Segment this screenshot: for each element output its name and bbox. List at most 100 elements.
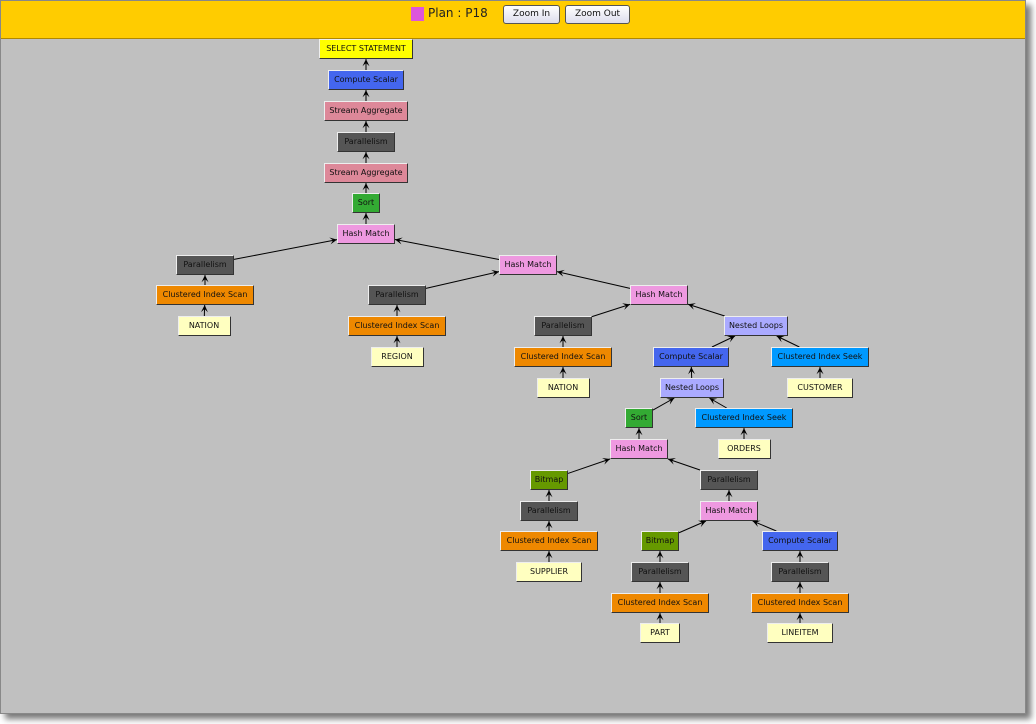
edge bbox=[776, 335, 800, 348]
edge bbox=[591, 303, 631, 318]
plan-node-compute-scalar[interactable]: Compute Scalar bbox=[328, 70, 404, 90]
arrowhead-icon bbox=[796, 613, 804, 621]
edge bbox=[425, 271, 500, 289]
edge bbox=[752, 520, 777, 532]
arrowhead-icon bbox=[362, 59, 370, 67]
plan-node-stream-aggregate[interactable]: Stream Aggregate bbox=[324, 101, 408, 121]
arrowhead-icon bbox=[329, 237, 337, 245]
arrowhead-icon bbox=[740, 428, 748, 436]
edge bbox=[687, 303, 725, 317]
arrowhead-icon bbox=[559, 367, 567, 375]
edge bbox=[233, 239, 338, 260]
arrowhead-icon bbox=[709, 398, 718, 405]
arrowhead-icon bbox=[816, 367, 824, 375]
zoom-out-button[interactable]: Zoom Out bbox=[565, 5, 630, 24]
arrowhead-icon bbox=[776, 336, 785, 343]
plan-node-hash-match[interactable]: Hash Match bbox=[337, 224, 395, 244]
arrowhead-icon bbox=[393, 336, 401, 344]
plan-node-bitmap[interactable]: Bitmap bbox=[641, 531, 679, 551]
plan-node-region[interactable]: REGION bbox=[370, 347, 424, 367]
plan-node-clustered-index-scan[interactable]: Clustered Index Scan bbox=[156, 285, 254, 305]
edge bbox=[567, 458, 611, 474]
edge bbox=[678, 520, 707, 534]
edge bbox=[667, 458, 701, 471]
plan-node-parallelism[interactable]: Parallelism bbox=[771, 562, 829, 582]
plan-node-hash-match[interactable]: Hash Match bbox=[700, 501, 758, 521]
arrowhead-icon bbox=[752, 520, 761, 528]
plan-node-parallelism[interactable]: Parallelism bbox=[520, 501, 578, 521]
edge bbox=[394, 239, 500, 260]
plan-node-compute-scalar[interactable]: Compute Scalar bbox=[653, 347, 729, 367]
plan-node-part[interactable]: PART bbox=[640, 623, 680, 643]
arrowhead-icon bbox=[362, 152, 370, 160]
plan-node-hash-match[interactable]: Hash Match bbox=[630, 285, 688, 305]
plan-node-orders[interactable]: ORDERS bbox=[717, 439, 771, 459]
plan-node-clustered-index-scan[interactable]: Clustered Index Scan bbox=[611, 593, 709, 613]
edge bbox=[711, 335, 736, 348]
arrowhead-icon bbox=[545, 551, 553, 559]
arrowhead-icon bbox=[725, 490, 733, 498]
arrowhead-icon bbox=[362, 183, 370, 191]
plan-node-parallelism[interactable]: Parallelism bbox=[337, 132, 395, 152]
arrowhead-icon bbox=[559, 336, 567, 344]
arrowhead-icon bbox=[200, 305, 208, 313]
plan-node-parallelism[interactable]: Parallelism bbox=[700, 470, 758, 490]
plan-node-clustered-index-scan[interactable]: Clustered Index Scan bbox=[751, 593, 849, 613]
plan-node-parallelism[interactable]: Parallelism bbox=[176, 255, 234, 275]
plan-viewer-window: Plan : P18 Zoom In Zoom Out SELECT STATE… bbox=[0, 0, 1026, 714]
plan-node-compute-scalar[interactable]: Compute Scalar bbox=[762, 531, 838, 551]
plan-node-parallelism[interactable]: Parallelism bbox=[368, 285, 426, 305]
plan-node-bitmap[interactable]: Bitmap bbox=[530, 470, 568, 490]
plan-node-hash-match[interactable]: Hash Match bbox=[499, 255, 557, 275]
plan-color-swatch bbox=[411, 7, 424, 21]
edges-layer bbox=[200, 59, 824, 623]
arrowhead-icon bbox=[602, 458, 610, 465]
toolbar: Plan : P18 Zoom In Zoom Out bbox=[1, 1, 1025, 39]
arrowhead-icon bbox=[698, 520, 706, 528]
arrowhead-icon bbox=[362, 90, 370, 98]
plan-node-clustered-index-seek[interactable]: Clustered Index Seek bbox=[771, 347, 869, 367]
arrowhead-icon bbox=[491, 269, 499, 277]
plan-label: Plan : P18 bbox=[428, 6, 488, 20]
plan-node-hash-match[interactable]: Hash Match bbox=[610, 439, 668, 459]
arrowhead-icon bbox=[201, 275, 209, 283]
plan-node-supplier[interactable]: SUPPLIER bbox=[516, 562, 582, 582]
plan-node-parallelism[interactable]: Parallelism bbox=[534, 316, 592, 336]
arrowhead-icon bbox=[688, 303, 696, 310]
arrowhead-icon bbox=[622, 303, 630, 310]
arrowhead-icon bbox=[362, 213, 370, 221]
plan-node-clustered-index-seek[interactable]: Clustered Index Seek bbox=[695, 408, 793, 428]
arrowhead-icon bbox=[557, 269, 565, 277]
arrowhead-icon bbox=[656, 613, 664, 621]
plan-node-clustered-index-scan[interactable]: Clustered Index Scan bbox=[500, 531, 598, 551]
arrowhead-icon bbox=[796, 551, 804, 559]
plan-node-select-statement[interactable]: SELECT STATEMENT bbox=[319, 39, 413, 59]
arrowhead-icon bbox=[796, 582, 804, 590]
plan-node-sort[interactable]: Sort bbox=[352, 193, 380, 213]
arrowhead-icon bbox=[668, 458, 676, 465]
arrowhead-icon bbox=[395, 237, 403, 245]
plan-node-nation[interactable]: NATION bbox=[177, 316, 231, 336]
plan-node-nation[interactable]: NATION bbox=[536, 378, 590, 398]
plan-node-parallelism[interactable]: Parallelism bbox=[631, 562, 689, 582]
arrowhead-icon bbox=[635, 428, 643, 436]
edge bbox=[652, 397, 675, 411]
plan-node-clustered-index-scan[interactable]: Clustered Index Scan bbox=[514, 347, 612, 367]
plan-node-clustered-index-scan[interactable]: Clustered Index Scan bbox=[348, 316, 446, 336]
plan-node-sort[interactable]: Sort bbox=[625, 408, 653, 428]
zoom-in-button[interactable]: Zoom In bbox=[503, 5, 560, 24]
edge bbox=[556, 271, 631, 289]
plan-node-nested-loops[interactable]: Nested Loops bbox=[724, 316, 788, 336]
arrowhead-icon bbox=[545, 490, 553, 498]
arrowhead-icon bbox=[727, 335, 736, 343]
plan-node-nested-loops[interactable]: Nested Loops bbox=[660, 378, 724, 398]
arrowhead-icon bbox=[545, 521, 553, 529]
plan-node-customer[interactable]: CUSTOMER bbox=[787, 378, 853, 398]
arrowhead-icon bbox=[688, 367, 696, 375]
arrowhead-icon bbox=[666, 398, 675, 405]
plan-node-stream-aggregate[interactable]: Stream Aggregate bbox=[324, 163, 408, 183]
arrowhead-icon bbox=[656, 582, 664, 590]
plan-node-lineitem[interactable]: LINEITEM bbox=[767, 623, 833, 643]
arrowhead-icon bbox=[362, 121, 370, 129]
